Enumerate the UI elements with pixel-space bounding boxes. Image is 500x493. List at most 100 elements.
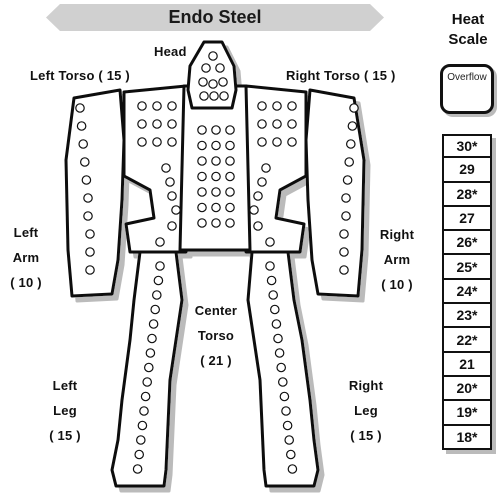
left-arm-armor-pip[interactable]: [76, 104, 84, 112]
right-arm-armor-pip[interactable]: [350, 104, 358, 112]
right-arm-armor-pip[interactable]: [348, 122, 356, 130]
left-leg-armor-pip[interactable]: [149, 320, 157, 328]
left-torso-armor-pip[interactable]: [166, 178, 174, 186]
head-armor-pip[interactable]: [216, 64, 224, 72]
right-torso-armor-pip[interactable]: [273, 138, 281, 146]
head-armor-pip[interactable]: [200, 92, 208, 100]
left-leg-armor-pip[interactable]: [143, 378, 151, 386]
center-torso-armor-pip[interactable]: [198, 188, 206, 196]
head-armor-pip[interactable]: [220, 92, 228, 100]
right-leg-armor-pip[interactable]: [275, 349, 283, 357]
center-torso-armor-pip[interactable]: [226, 126, 234, 134]
right-torso-armor-pip[interactable]: [288, 120, 296, 128]
right-arm-armor-pip[interactable]: [342, 194, 350, 202]
left-leg-armor-pip[interactable]: [153, 291, 161, 299]
right-torso-armor-pip[interactable]: [258, 138, 266, 146]
center-torso-armor-pip[interactable]: [212, 219, 220, 227]
left-leg-armor-pip[interactable]: [151, 305, 159, 313]
heat-level-box[interactable]: 26*: [442, 231, 492, 255]
left-torso-armor-pip[interactable]: [162, 164, 170, 172]
heat-level-box[interactable]: 20*: [442, 377, 492, 401]
left-arm-armor-pip[interactable]: [81, 158, 89, 166]
right-leg-armor-pip[interactable]: [271, 305, 279, 313]
right-torso-armor-pip[interactable]: [273, 120, 281, 128]
right-arm-armor-pip[interactable]: [343, 176, 351, 184]
right-torso-armor-pip[interactable]: [254, 222, 262, 230]
right-leg-armor-pip[interactable]: [288, 465, 296, 473]
left-arm-armor-pip[interactable]: [86, 230, 94, 238]
left-torso-armor-pip[interactable]: [172, 206, 180, 214]
left-torso-armor-pip[interactable]: [138, 102, 146, 110]
left-arm-armor-pip[interactable]: [77, 122, 85, 130]
head-armor-pip[interactable]: [209, 80, 217, 88]
right-torso-armor-pip[interactable]: [258, 120, 266, 128]
center-torso-armor-pip[interactable]: [198, 172, 206, 180]
left-leg-armor-pip[interactable]: [135, 450, 143, 458]
right-leg-armor-pip[interactable]: [282, 407, 290, 415]
center-torso-armor-pip[interactable]: [226, 188, 234, 196]
left-torso-armor-pip[interactable]: [138, 120, 146, 128]
right-arm-armor-pip[interactable]: [340, 266, 348, 274]
right-torso-armor-pip[interactable]: [258, 178, 266, 186]
left-leg-armor-pip[interactable]: [146, 349, 154, 357]
center-torso-armor-pip[interactable]: [212, 188, 220, 196]
left-leg-armor-pip[interactable]: [138, 421, 146, 429]
center-torso-armor-pip[interactable]: [212, 172, 220, 180]
heat-level-box[interactable]: 22*: [442, 328, 492, 352]
right-leg-armor-pip[interactable]: [277, 363, 285, 371]
right-leg-armor-pip[interactable]: [283, 421, 291, 429]
center-torso-armor-pip[interactable]: [212, 157, 220, 165]
right-leg-armor-pip[interactable]: [269, 291, 277, 299]
heat-overflow-box[interactable]: Overflow: [440, 64, 494, 114]
heat-level-box[interactable]: 25*: [442, 255, 492, 279]
left-leg-armor-pip[interactable]: [140, 407, 148, 415]
head-armor-pip[interactable]: [209, 52, 217, 60]
right-leg-armor-pip[interactable]: [280, 392, 288, 400]
center-torso-armor-pip[interactable]: [198, 141, 206, 149]
right-leg-armor-pip[interactable]: [279, 378, 287, 386]
right-leg-armor-pip[interactable]: [287, 450, 295, 458]
left-torso-armor-pip[interactable]: [156, 238, 164, 246]
left-arm-armor-pip[interactable]: [79, 140, 87, 148]
heat-level-box[interactable]: 28*: [442, 183, 492, 207]
center-torso-armor-pip[interactable]: [198, 203, 206, 211]
right-arm-armor-pip[interactable]: [340, 248, 348, 256]
left-leg-armor-pip[interactable]: [154, 276, 162, 284]
right-torso-armor-pip[interactable]: [250, 206, 258, 214]
left-arm-armor-pip[interactable]: [86, 266, 94, 274]
left-torso-armor-pip[interactable]: [168, 102, 176, 110]
right-arm-armor-pip[interactable]: [342, 212, 350, 220]
heat-level-box[interactable]: 19*: [442, 401, 492, 425]
right-torso-armor-pip[interactable]: [288, 102, 296, 110]
left-torso-armor-pip[interactable]: [168, 138, 176, 146]
right-torso-armor-pip[interactable]: [273, 102, 281, 110]
left-arm-armor-pip[interactable]: [84, 212, 92, 220]
right-leg-armor-pip[interactable]: [267, 276, 275, 284]
right-leg-armor-pip[interactable]: [274, 334, 282, 342]
head-armor-pip[interactable]: [202, 64, 210, 72]
heat-level-box[interactable]: 30*: [442, 134, 492, 158]
left-torso-armor-pip[interactable]: [168, 222, 176, 230]
left-leg-armor-pip[interactable]: [141, 392, 149, 400]
head-armor-pip[interactable]: [210, 92, 218, 100]
left-torso-armor-pip[interactable]: [153, 102, 161, 110]
center-torso-armor-pip[interactable]: [198, 126, 206, 134]
left-torso-armor-pip[interactable]: [153, 138, 161, 146]
right-arm-armor-pip[interactable]: [345, 158, 353, 166]
right-leg-armor-pip[interactable]: [266, 262, 274, 270]
heat-level-box[interactable]: 23*: [442, 304, 492, 328]
left-leg-armor-pip[interactable]: [148, 334, 156, 342]
center-torso-armor-pip[interactable]: [198, 219, 206, 227]
center-torso-armor-pip[interactable]: [212, 141, 220, 149]
left-leg-armor-pip[interactable]: [137, 436, 145, 444]
head-armor-pip[interactable]: [199, 78, 207, 86]
heat-level-box[interactable]: 18*: [442, 426, 492, 450]
left-torso-armor-pip[interactable]: [168, 120, 176, 128]
heat-level-box[interactable]: 29: [442, 158, 492, 182]
right-arm-armor-pip[interactable]: [347, 140, 355, 148]
heat-level-box[interactable]: 24*: [442, 280, 492, 304]
center-torso-armor-pip[interactable]: [226, 157, 234, 165]
right-leg-armor-pip[interactable]: [272, 320, 280, 328]
heat-level-box[interactable]: 21: [442, 353, 492, 377]
left-torso-armor-pip[interactable]: [138, 138, 146, 146]
